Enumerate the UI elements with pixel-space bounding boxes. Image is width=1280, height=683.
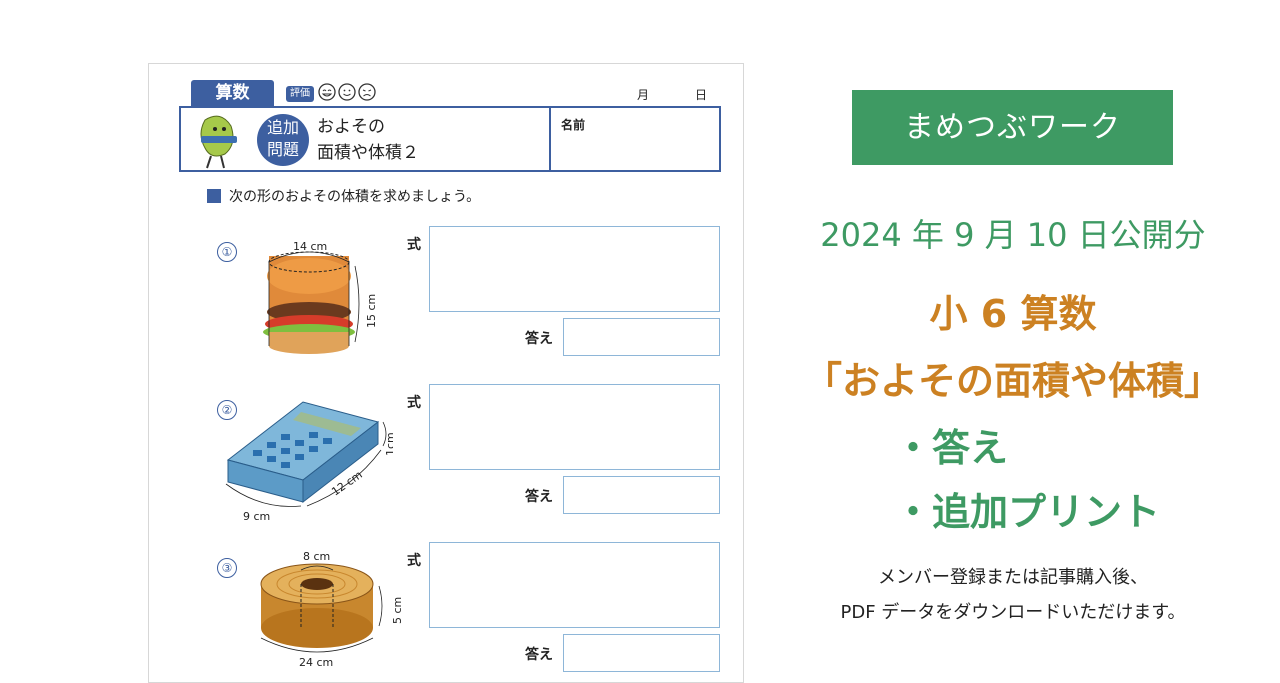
formula-box-1[interactable] — [429, 226, 720, 312]
instruction: 次の形のおよその体積を求めましょう。 — [207, 186, 480, 206]
title-line-2: 面積や体積２ — [317, 143, 419, 163]
smile-face-icon — [338, 83, 356, 101]
date-fields: 月 日 — [637, 86, 707, 103]
badge-line-1: 追加 — [266, 118, 299, 137]
question-2-number: ② — [217, 400, 237, 420]
formula-label-3: 式 — [407, 553, 421, 569]
baumkuchen-figure: 8 cm 5 cm 24 cm — [260, 550, 404, 669]
dimension-label: 1cm — [384, 432, 393, 456]
title-line-1: およその — [317, 117, 385, 137]
dimension-label: 5 cm — [391, 597, 404, 624]
dimension-label: 15 cm — [365, 294, 378, 328]
answer-box-3[interactable] — [563, 634, 720, 672]
answer-box-2[interactable] — [563, 476, 720, 514]
name-label: 名前 — [561, 118, 586, 132]
bullet-extra-print: ・追加プリント — [894, 490, 1161, 534]
header-divider — [549, 108, 551, 170]
formula-box-3[interactable] — [429, 542, 720, 628]
answer-label-2: 答え — [525, 489, 553, 505]
sad-face-icon — [358, 83, 376, 101]
evaluation-label: 評価 — [286, 86, 314, 102]
download-note-line-2: PDF データをダウンロードいただけます。 — [840, 602, 1186, 623]
subject-tab: 算数 — [191, 80, 274, 106]
month-label: 月 — [637, 88, 650, 102]
answer-label-1: 答え — [525, 331, 553, 347]
formula-label-2: 式 — [407, 395, 421, 411]
worksheet-title: およその 面積や体積２ — [317, 114, 419, 166]
dimension-label: 24 cm — [299, 656, 333, 669]
badge-line-2: 問題 — [266, 140, 299, 159]
instruction-text: 次の形のおよその体積を求めましょう。 — [229, 189, 481, 205]
extra-problem-badge: 追加 問題 — [257, 114, 309, 166]
publish-date: 2024 年 9 月 10 日公開分 — [820, 216, 1206, 254]
question-1-number: ① — [217, 242, 237, 262]
dimension-label: 8 cm — [303, 550, 330, 563]
happy-face-icon — [318, 83, 336, 101]
answer-box-1[interactable] — [563, 318, 720, 356]
formula-label-1: 式 — [407, 237, 421, 253]
calculator-figure: 1cm 12 cm 9 cm — [225, 401, 393, 523]
worksheet-page: 算数 評価 月 日 追加 問題 およその 面積や体積２ 名前 次の形のおよその体… — [148, 63, 744, 683]
dimension-label: 9 cm — [243, 510, 270, 523]
bullet-answers: ・答え — [894, 426, 1009, 470]
evaluation-faces — [318, 83, 376, 101]
topic-title: 「およその面積や体積」 — [803, 359, 1222, 403]
hamburger-figure: 14 cm 15 cm — [263, 240, 378, 354]
grade-subject: 小 6 算数 — [929, 292, 1097, 336]
dimension-label: 14 cm — [293, 240, 327, 253]
answer-label-3: 答え — [525, 647, 553, 663]
download-note-line-1: メンバー登録または記事購入後、 — [878, 567, 1148, 588]
brand-banner: まめつぶワーク — [852, 90, 1173, 165]
square-bullet-icon — [207, 189, 221, 203]
formula-box-2[interactable] — [429, 384, 720, 470]
question-3-number: ③ — [217, 558, 237, 578]
bean-mascot-icon — [200, 115, 237, 169]
worksheet-header: 追加 問題 およその 面積や体積２ 名前 — [179, 106, 721, 172]
day-label: 日 — [694, 88, 707, 102]
